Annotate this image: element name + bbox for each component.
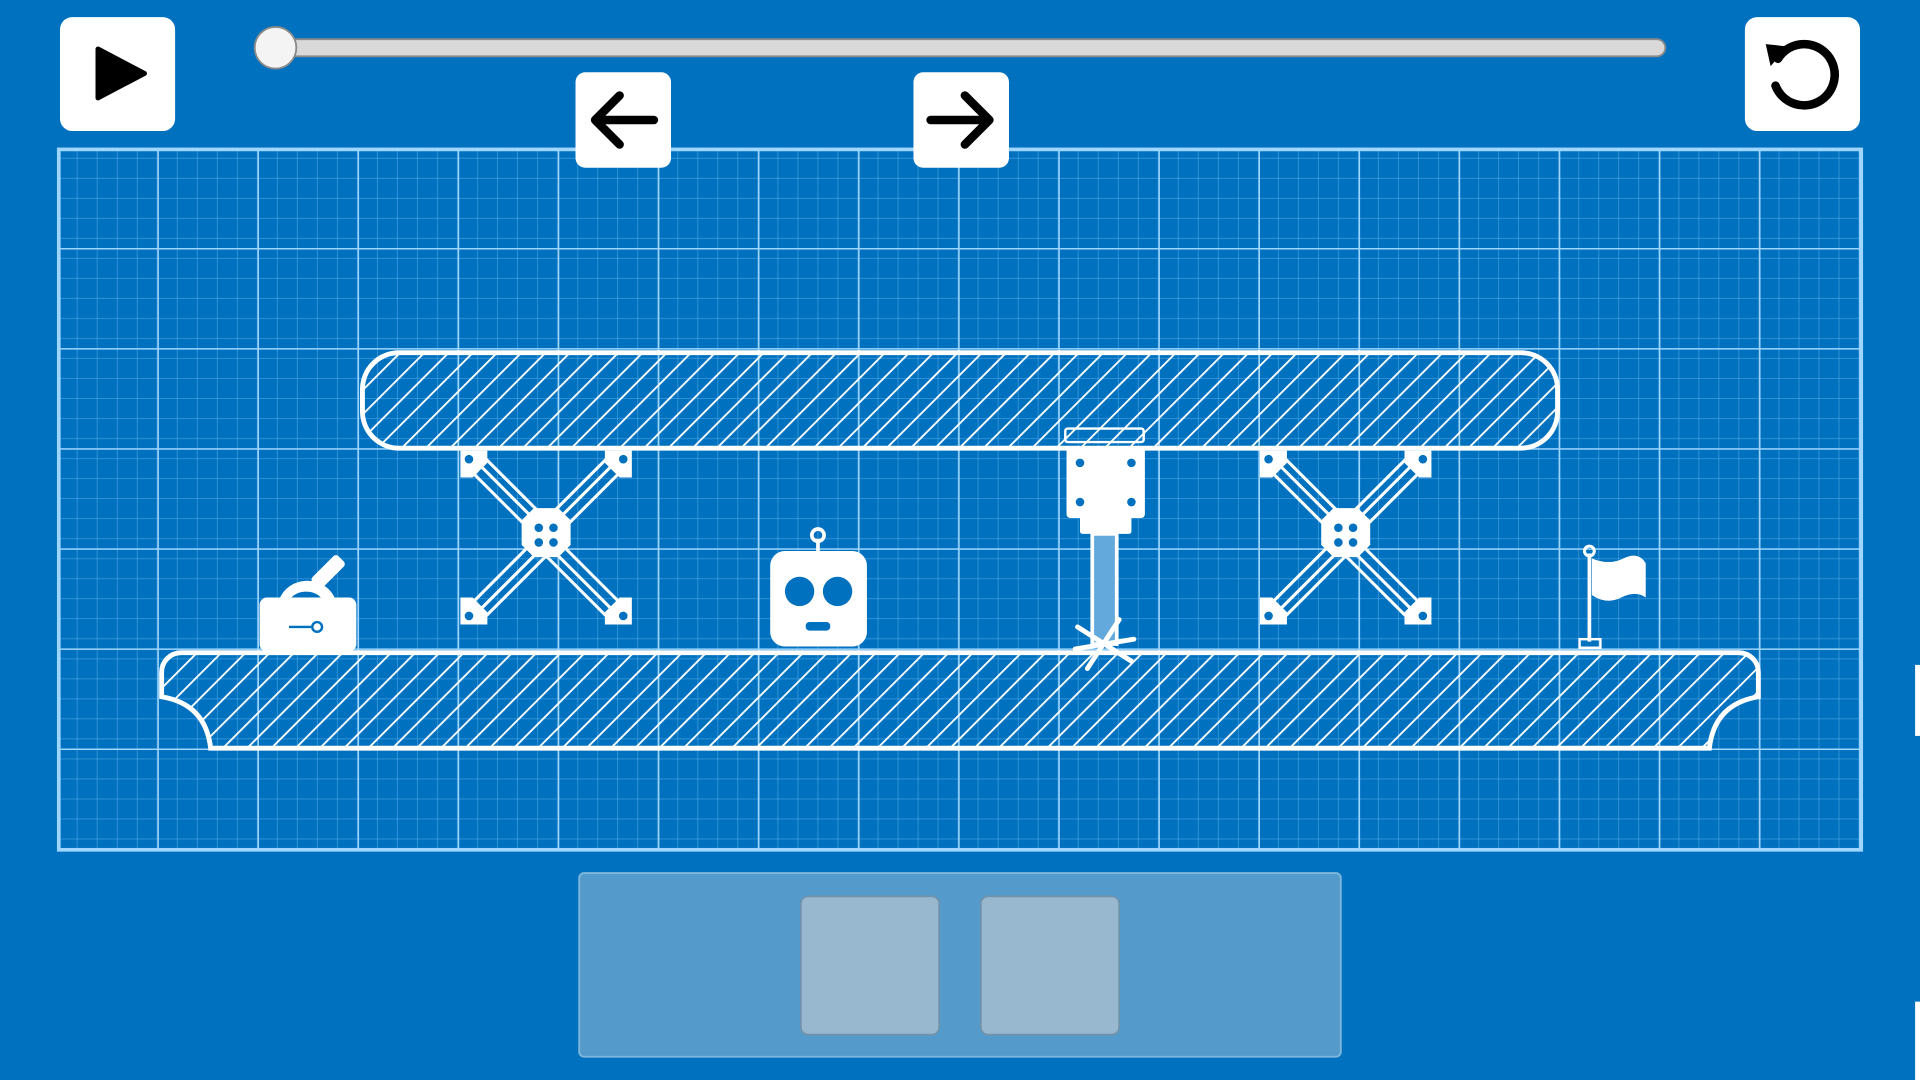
- edge-marker: [1915, 1001, 1920, 1080]
- piston-icon[interactable]: [1064, 427, 1145, 672]
- reset-button[interactable]: [1744, 17, 1860, 132]
- slider-knob[interactable]: [253, 26, 298, 70]
- reset-icon: [1765, 39, 1839, 110]
- edge-marker: [1915, 664, 1920, 736]
- goal-flag-icon[interactable]: [1578, 544, 1646, 649]
- arrow-left-icon: [590, 91, 659, 149]
- timeline-slider[interactable]: [253, 26, 1667, 70]
- step-back-button[interactable]: [575, 72, 672, 168]
- robot-icon[interactable]: [770, 527, 867, 647]
- top-beam: [359, 350, 1560, 451]
- play-icon: [95, 46, 147, 101]
- laser-emitter-icon[interactable]: [259, 554, 357, 652]
- inventory-tray: [578, 872, 1342, 1058]
- step-forward-button[interactable]: [913, 72, 1009, 168]
- inventory-slot-2[interactable]: [979, 895, 1121, 1036]
- arrow-right-icon: [926, 91, 994, 149]
- ground-platform: [159, 650, 1761, 751]
- play-button[interactable]: [60, 17, 176, 132]
- inventory-slot-1[interactable]: [799, 895, 941, 1036]
